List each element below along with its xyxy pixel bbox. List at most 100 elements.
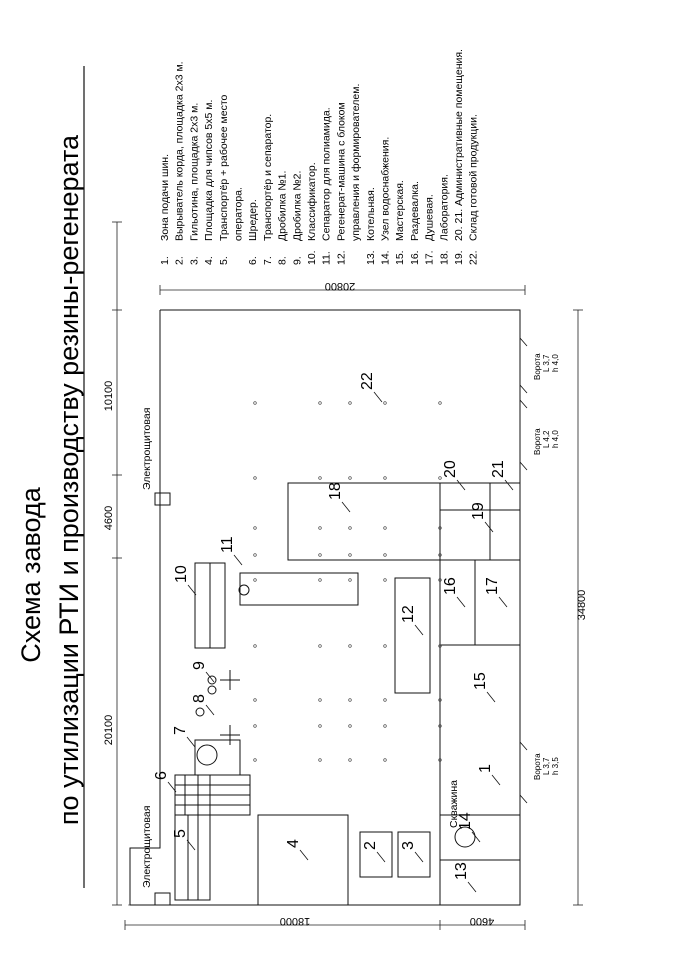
- zone-7-label: 7: [172, 726, 189, 735]
- dim-width-aux: 4600: [470, 915, 494, 927]
- zone-2-leader: [377, 852, 385, 862]
- zone-20-leader: [457, 480, 465, 490]
- zone-13-leader: [468, 882, 476, 892]
- zone-4-leader: [300, 850, 308, 860]
- legend-item-num: 15.: [394, 250, 406, 265]
- zone-18-label: 18: [327, 482, 344, 500]
- legend-item-text: Лаборатория.: [438, 174, 450, 241]
- column-dot: [349, 554, 352, 557]
- gate-1-h: h 3,5: [551, 757, 560, 775]
- legend-item-num: 3.: [188, 256, 200, 265]
- zone-5-leader: [187, 840, 195, 850]
- gate-3: Ворота L 3,7 h 4,0: [520, 338, 560, 393]
- column-dot: [439, 554, 442, 557]
- elec-label-left: Электрощитовая: [141, 806, 153, 888]
- zone-15-label: 15: [472, 672, 489, 690]
- zone-22-leader: [374, 392, 382, 402]
- column-dot: [254, 477, 257, 480]
- zone-2-label: 2: [362, 841, 379, 850]
- dim-seg-mid: 4600: [103, 506, 115, 530]
- title-block: Схема завода по утилизации РТИ и произво…: [16, 66, 84, 888]
- title-line2: по утилизации РТИ и производству резины-…: [54, 134, 84, 825]
- zone-15-leader: [487, 692, 495, 702]
- zone-20-label: 20: [442, 460, 459, 478]
- zone-10-leader: [188, 585, 196, 595]
- legend-item-num: 7.: [262, 256, 274, 265]
- legend-item-num: 2.: [174, 256, 186, 265]
- column-dot: [254, 527, 257, 530]
- dim-width-main: 18000: [280, 915, 311, 927]
- legend-item-num: 13.: [365, 250, 377, 265]
- column-dot: [319, 477, 322, 480]
- zone-7-box: [195, 740, 240, 775]
- zone-16-label: 16: [442, 577, 459, 595]
- legend-item-num: 22.: [468, 250, 480, 265]
- column-dot: [349, 527, 352, 530]
- zone-3-box: [398, 832, 430, 877]
- zone-19-label: 19: [470, 502, 487, 520]
- legend-item-text: Классификатор.: [306, 162, 318, 241]
- zone-17-leader: [499, 597, 507, 607]
- zone-10-label: 10: [173, 565, 190, 583]
- zone-4-label: 4: [285, 839, 302, 848]
- legend: 1.Зона подачи шин.2.Вырыватель корда, пл…: [159, 49, 480, 265]
- zone-13-label: 13: [453, 862, 470, 880]
- zone-6-label: 6: [153, 771, 170, 780]
- zone-11-label: 11: [219, 536, 236, 553]
- column-dot: [319, 725, 322, 728]
- gate-2-title: Ворота: [533, 428, 542, 455]
- column-dot: [439, 725, 442, 728]
- zone-8-leader: [206, 705, 214, 715]
- gates: Ворота L 3,7 h 3,5 Ворота L 4,2 h 4,0 Во…: [520, 338, 560, 803]
- legend-item-text: Транспортёр и сепаратор.: [262, 114, 274, 241]
- legend-item-text: 20. 21. Административные помещения.: [453, 49, 465, 241]
- legend-item-text: Склад готовой продукции.: [468, 114, 480, 241]
- column-dot: [439, 527, 442, 530]
- legend-item-num: 19.: [453, 250, 465, 265]
- zone-3-label: 3: [400, 841, 417, 850]
- dim-seg-right: 10100: [103, 381, 115, 412]
- zone-19-leader: [485, 522, 493, 532]
- gate-3-title: Ворота: [533, 353, 542, 380]
- zone-21-leader: [505, 480, 513, 490]
- column-dot: [349, 699, 352, 702]
- legend-item-num: 1.: [159, 256, 171, 265]
- zone-21-label: 21: [490, 460, 507, 478]
- legend-item-text: Вырыватель корда, площадка 2х3 м.: [174, 61, 186, 241]
- gate-2: Ворота L 4,2 h 4,0: [520, 400, 560, 470]
- zone-17-label: 17: [484, 577, 501, 595]
- column-dot: [319, 402, 322, 405]
- legend-item-text: Гильотина, площадка 2х3 м.: [188, 103, 200, 241]
- dim-seg-left: 20100: [103, 715, 115, 746]
- zone-12-label: 12: [400, 605, 417, 623]
- gate-1-l: L 3,7: [542, 757, 551, 775]
- column-dot: [439, 579, 442, 582]
- column-grid: [254, 402, 442, 762]
- legend-item-num: 9.: [291, 256, 303, 265]
- legend-item-text: Сепаратор для полиамида.: [321, 107, 333, 241]
- gate-1: Ворота L 3,7 h 3,5: [520, 742, 560, 803]
- elec-panel-right: [155, 493, 170, 505]
- zone-11-leader: [234, 555, 242, 565]
- zone-9-leader: [206, 672, 214, 682]
- column-dot: [384, 579, 387, 582]
- column-dot: [254, 579, 257, 582]
- legend-item-text: Шредер.: [247, 199, 259, 241]
- gate-1-title: Ворота: [533, 753, 542, 780]
- zone-1-leader: [492, 775, 500, 785]
- zone-5-label: 5: [172, 829, 189, 838]
- column-dot: [439, 477, 442, 480]
- zone-3-leader: [415, 852, 423, 862]
- plan-labels: Электрощитовая Электрощитовая Скважина: [141, 408, 460, 888]
- well-label: Скважина: [448, 780, 460, 828]
- zone-18-leader: [342, 502, 350, 512]
- legend-item-num: 17.: [424, 250, 436, 265]
- elec-label-right: Электрощитовая: [141, 408, 153, 490]
- column-dot: [254, 554, 257, 557]
- legend-item-text: Площадка для чипсов 5х5 м.: [203, 100, 215, 241]
- zone-1-label: 1: [477, 764, 494, 773]
- service-strip: [440, 483, 520, 815]
- zone-22-label: 22: [359, 372, 376, 390]
